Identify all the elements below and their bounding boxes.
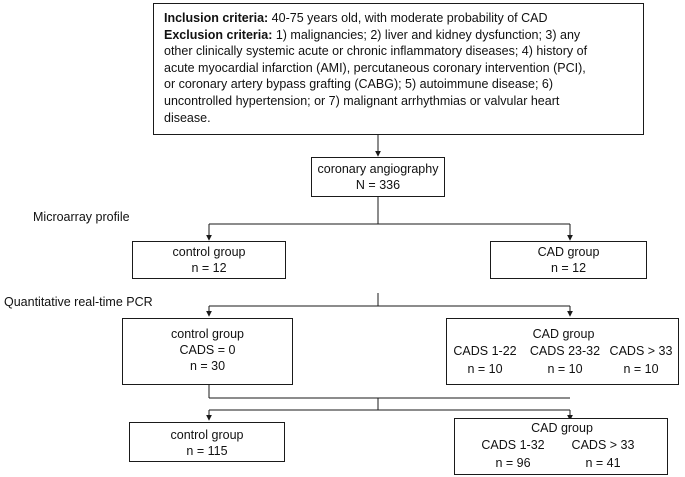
angiography-count: N = 336 — [355, 178, 401, 192]
exclusion-criteria-line: Exclusion criteria: 1) malignancies; 2) … — [164, 27, 633, 44]
qpcr-cad-title: CAD group — [532, 327, 595, 341]
validation-cad-box: CAD group CADS 1-32 CADS > 33 n = 96 n =… — [454, 418, 668, 475]
validation-control-box: control group n = 115 — [129, 422, 285, 462]
validation-control-title: control group — [170, 428, 244, 442]
exclusion-criteria-text: 1) malignancies; 2) liver and kidney dys… — [272, 27, 581, 42]
qpcr-control-cads: CADS = 0 — [179, 343, 236, 357]
qpcr-section-label: Quantitative real-time PCR — [4, 295, 153, 309]
microarray-control-count: n = 12 — [191, 261, 227, 275]
exclusion-criteria-text: uncontrolled hypertension; or 7) maligna… — [164, 93, 560, 108]
inclusion-criteria-label: Inclusion criteria: — [164, 11, 269, 25]
qpcr-control-box: control group CADS = 0 n = 30 — [122, 318, 293, 385]
exclusion-criteria-text: acute myocardial infarction (AMI), percu… — [164, 60, 586, 75]
inclusion-criteria-text: 40-75 years old, with moderate probabili… — [268, 11, 548, 25]
qpcr-cad-subgroup-label: CADS 23-32 — [529, 344, 601, 358]
inclusion-criteria-line: Inclusion criteria: 40-75 years old, wit… — [164, 10, 633, 27]
qpcr-cad-subgroup-label: CADS > 33 — [609, 344, 673, 358]
qpcr-cad-subgroup-count: n = 10 — [547, 362, 583, 376]
qpcr-cad-subgroup-count: n = 10 — [467, 362, 503, 376]
qpcr-cad-subgroup-label: CADS 1-22 — [453, 344, 517, 358]
exclusion-criteria-text: other clinically systemic acute or chron… — [164, 44, 588, 59]
microarray-cad-count: n = 12 — [550, 261, 587, 275]
validation-cad-subgroup-count: n = 41 — [585, 456, 621, 470]
microarray-cad-title: CAD group — [537, 245, 600, 259]
qpcr-control-count: n = 30 — [189, 359, 226, 373]
validation-cad-subgroup-count: n = 96 — [495, 456, 531, 470]
angiography-title: coronary angiography — [317, 162, 439, 176]
qpcr-cad-subgroup-count: n = 10 — [623, 362, 659, 376]
qpcr-control-title: control group — [171, 327, 244, 341]
qpcr-cad-box: CAD group CADS 1-22 CADS 23-32 CADS > 33… — [446, 318, 679, 385]
validation-cad-title: CAD group — [531, 421, 593, 435]
exclusion-criteria-text: or coronary artery bypass grafting (CABG… — [164, 77, 554, 92]
microarray-section-label: Microarray profile — [33, 210, 130, 224]
criteria-box: Inclusion criteria: 40-75 years old, wit… — [153, 3, 644, 135]
exclusion-criteria-label: Exclusion criteria: — [164, 27, 273, 42]
microarray-cad-box: CAD group n = 12 — [490, 241, 647, 279]
microarray-control-box: control group n = 12 — [132, 241, 286, 279]
validation-control-count: n = 115 — [186, 444, 228, 458]
microarray-control-title: control group — [172, 245, 246, 259]
validation-cad-subgroup-label: CADS 1-32 — [481, 438, 545, 452]
exclusion-criteria-text: disease. — [164, 110, 211, 125]
angiography-box: coronary angiography N = 336 — [311, 157, 445, 197]
validation-cad-subgroup-label: CADS > 33 — [571, 438, 635, 452]
